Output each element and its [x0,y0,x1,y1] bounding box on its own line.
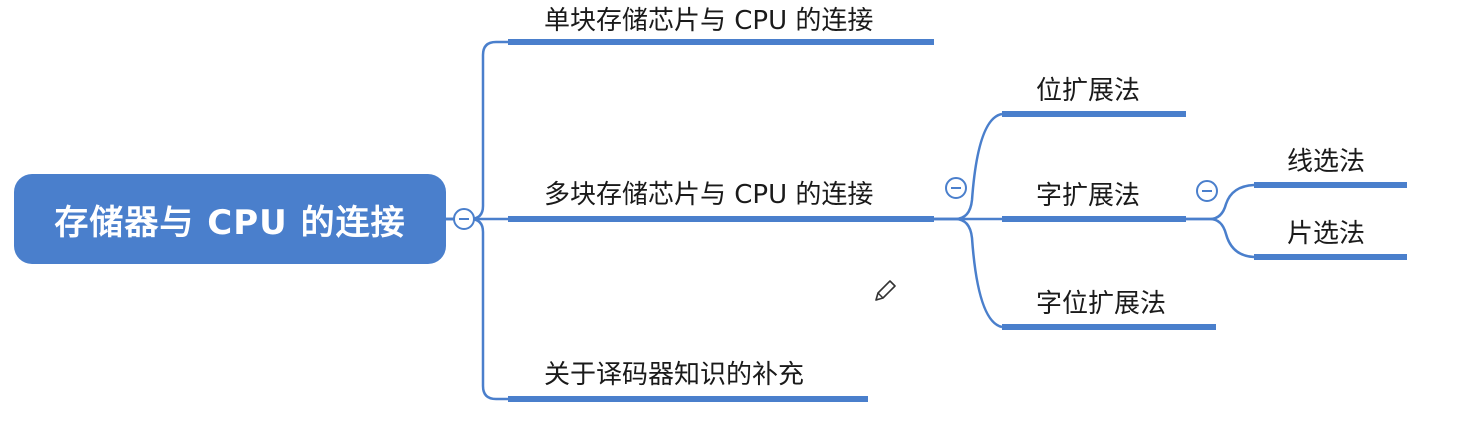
minus-icon [951,187,961,189]
connector-word-to-chip [1186,217,1255,259]
connector-root-to-decoder [446,217,508,401]
topic-word-expansion[interactable]: 字扩展法 [1036,181,1141,211]
collapse-root-icon[interactable] [453,208,475,230]
root-topic[interactable]: 存储器与 CPU 的连接 [14,174,446,264]
connector-root-to-single [446,40,508,221]
pencil-icon [875,280,896,301]
collapse-word-expansion-icon[interactable] [1196,180,1218,202]
collapse-multi-chip-icon[interactable] [945,177,967,199]
topic-multi-chip[interactable]: 多块存储芯片与 CPU 的连接 [544,180,874,210]
topic-single-chip[interactable]: 单块存储芯片与 CPU 的连接 [544,6,874,36]
connector-multi-to-bit [934,112,1003,221]
connector-multi-to-wordbit [934,217,1003,329]
minus-icon [459,218,469,220]
topic-line-select[interactable]: 线选法 [1287,147,1366,177]
topic-bit-expansion[interactable]: 位扩展法 [1036,76,1141,106]
root-topic-label: 存储器与 CPU 的连接 [54,202,406,243]
topic-word-bit-expansion[interactable]: 字位扩展法 [1036,289,1167,319]
minus-icon [1202,190,1212,192]
topic-chip-select[interactable]: 片选法 [1287,219,1366,249]
topic-decoder[interactable]: 关于译码器知识的补充 [544,360,805,390]
